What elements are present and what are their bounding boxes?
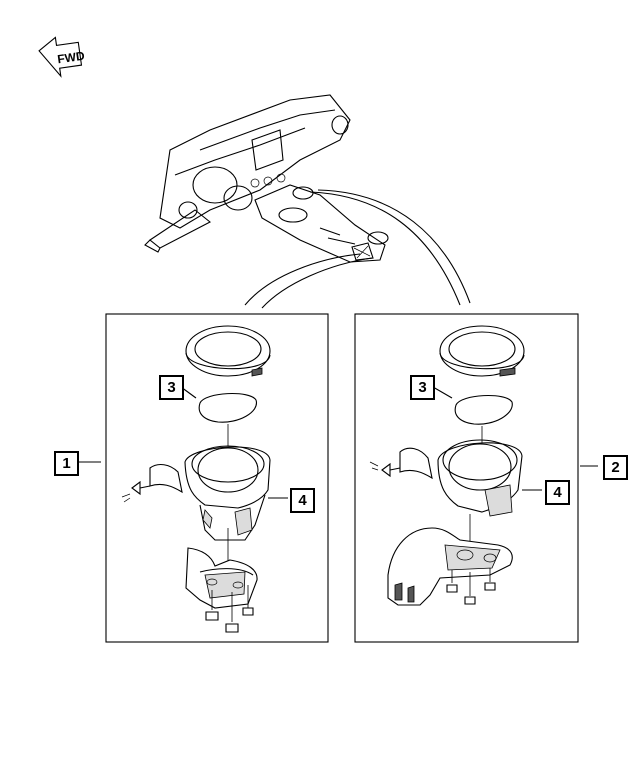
callout-4-left[interactable]: 4 xyxy=(290,488,315,513)
fwd-arrow: FWD xyxy=(38,36,86,78)
callout-3-right[interactable]: 3 xyxy=(410,375,435,400)
left-panel xyxy=(105,313,329,643)
callout-2[interactable]: 2 xyxy=(603,455,628,480)
left-console-assembly xyxy=(121,325,271,633)
right-console-assembly xyxy=(369,325,525,606)
dashboard-overview xyxy=(144,94,471,309)
right-panel xyxy=(354,313,579,643)
fwd-arrow-label: FWD xyxy=(56,49,85,67)
callout-3-left[interactable]: 3 xyxy=(159,375,184,400)
callout-3-right-leader xyxy=(432,386,453,399)
callout-4-right[interactable]: 4 xyxy=(545,480,570,505)
callout-1[interactable]: 1 xyxy=(54,451,79,476)
